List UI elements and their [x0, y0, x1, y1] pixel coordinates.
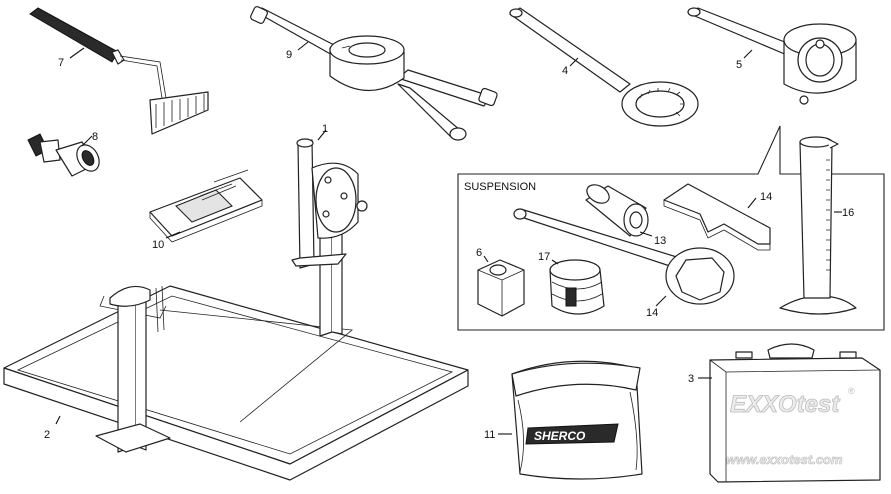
callout-6: 6	[476, 247, 482, 259]
part-2-workshop-stand	[3, 225, 469, 481]
callout-5: 5	[736, 59, 742, 71]
callout-8: 8	[92, 131, 98, 143]
callout-2: 2	[44, 429, 50, 441]
callout-13: 14	[760, 191, 772, 203]
part-11-sherco-bag: SHERCO	[511, 360, 643, 480]
part-1-stand-head	[291, 138, 368, 269]
leader-line	[55, 415, 61, 425]
part-6-spacer-block	[477, 259, 525, 317]
callout-3: 3	[688, 373, 694, 385]
part-10-manual	[149, 169, 263, 243]
leader-line	[317, 129, 327, 141]
suspension-label: SUSPENSION	[464, 181, 536, 193]
callout-7: 7	[58, 57, 64, 69]
part-7-handle-tool	[29, 7, 209, 135]
leader-line	[655, 295, 667, 307]
leader-line	[297, 41, 309, 51]
callout-12: 13	[654, 235, 666, 247]
leader-line	[551, 259, 559, 265]
part-8-adapter	[27, 133, 100, 177]
part-5-hook-wrench	[687, 7, 857, 105]
part-3-exxotest-case: EXXOtest ® www.exxotest.com	[709, 343, 881, 483]
callout-17: 17	[538, 251, 550, 263]
leader-line	[747, 197, 757, 209]
leader-line	[81, 135, 93, 147]
callout-1: 1	[322, 123, 328, 135]
part-12-bushing	[585, 184, 649, 237]
part-9-ring-tool	[250, 6, 498, 141]
part-14-octagon-wrench	[513, 208, 735, 305]
callout-10: 10	[152, 239, 164, 251]
leader-line	[165, 231, 181, 239]
part-17-split-collar	[549, 259, 605, 315]
leader-line	[639, 231, 653, 237]
callout-9: 9	[286, 49, 292, 61]
leader-line	[743, 49, 753, 59]
part-4-pin-wrench	[509, 7, 699, 127]
callout-11: 11	[484, 429, 495, 441]
leader-line	[69, 47, 85, 59]
case-brand-logo: EXXOtest	[730, 391, 840, 418]
part-13-flat-spanner	[663, 183, 771, 251]
bag-brand-text: SHERCO	[534, 429, 586, 443]
callout-16: 16	[842, 207, 854, 219]
case-url: www.exxotest.com	[726, 452, 843, 467]
leader-line	[483, 255, 489, 263]
part-16-graduated-cylinder	[779, 136, 857, 315]
case-brand-reg: ®	[848, 386, 855, 396]
leader-line	[569, 57, 579, 67]
callout-14: 14	[646, 307, 658, 319]
callout-4: 4	[562, 65, 568, 77]
